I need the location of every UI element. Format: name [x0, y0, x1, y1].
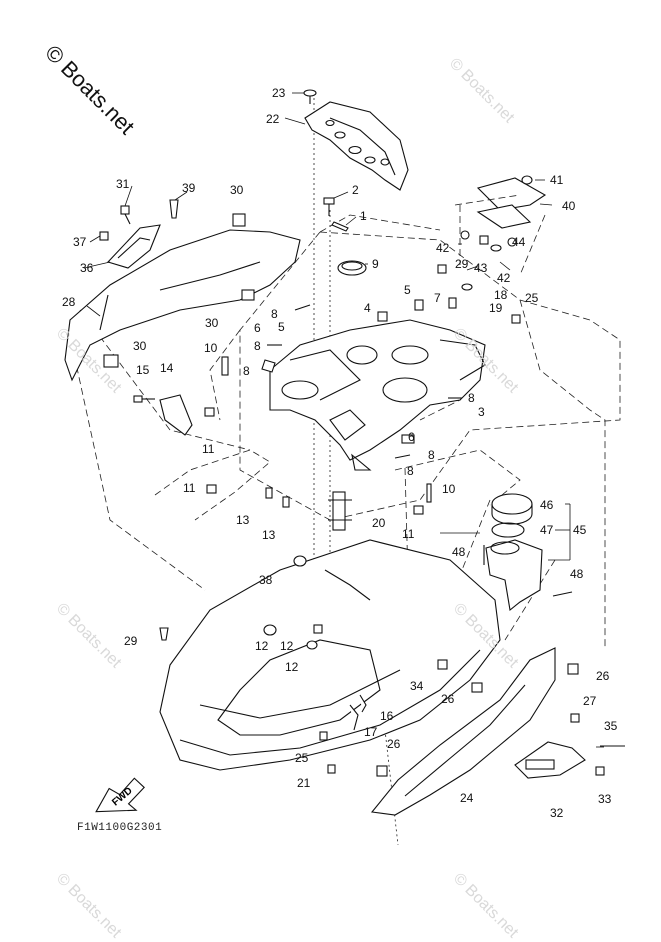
callout-41: 41 [550, 173, 564, 187]
callout-4: 4 [364, 301, 371, 315]
callout-7: 7 [434, 291, 441, 305]
part-15-screw [133, 395, 155, 403]
part-9-cap [337, 260, 367, 276]
callout-44: 44 [512, 235, 526, 249]
part-48-tank [483, 539, 573, 612]
callout-17: 17 [364, 725, 378, 739]
callout-34: 34 [410, 679, 424, 693]
part-1-spacer [331, 221, 349, 232]
callout-37: 37 [73, 235, 87, 249]
fwd-arrow-icon: FWD [95, 777, 145, 813]
callout-6b: 6 [408, 430, 415, 444]
callout-13b: 13 [262, 528, 276, 542]
callout-12a: 12 [255, 639, 269, 653]
callout-42a: 42 [436, 241, 450, 255]
callout-32: 32 [550, 806, 564, 820]
small-fasteners [204, 264, 521, 515]
callout-18: 18 [494, 288, 508, 302]
callout-14: 14 [160, 361, 174, 375]
callout-12c: 12 [285, 660, 299, 674]
callout-48a: 48 [452, 545, 466, 559]
callout-12b: 12 [280, 639, 294, 653]
callout-8f: 8 [407, 464, 414, 478]
main-frame [269, 319, 486, 471]
callout-5a: 5 [278, 320, 285, 334]
parts-diagram: FWD 23 22 2 1 9 31 39 30 37 36 [62, 86, 625, 846]
callout-47: 47 [540, 523, 554, 537]
callout-20: 20 [372, 516, 386, 530]
leader-lines [83, 92, 604, 748]
callout-31: 31 [116, 177, 130, 191]
callout-25b: 25 [295, 751, 309, 765]
callout-10a: 10 [204, 341, 218, 355]
callout-22: 22 [266, 112, 280, 126]
callout-13a: 13 [236, 513, 250, 527]
callout-10b: 10 [442, 482, 456, 496]
callout-3: 3 [478, 405, 485, 419]
part-22-top-cover [304, 101, 409, 191]
part-30-clips [103, 213, 255, 368]
lower-fasteners [159, 555, 625, 777]
callout-1: 1 [360, 209, 367, 223]
callout-11b: 11 [183, 481, 196, 495]
callout-45: 45 [573, 523, 587, 537]
callout-26c: 26 [387, 737, 401, 751]
part-46-cap [491, 493, 533, 525]
lower-dotted-line [384, 729, 399, 846]
callout-16: 16 [380, 709, 394, 723]
callout-42b: 42 [497, 271, 511, 285]
part-2-bolt [323, 197, 335, 216]
part-23-screw [303, 89, 317, 104]
callout-46: 46 [540, 498, 554, 512]
drawing-code: F1W1100G2301 [77, 822, 163, 834]
part-14-bracket [159, 394, 193, 436]
callout-24: 24 [460, 791, 474, 805]
callout-25a: 25 [525, 291, 539, 305]
callout-8d: 8 [468, 391, 475, 405]
callout-33: 33 [598, 792, 612, 806]
callout-5b: 5 [404, 283, 411, 297]
callout-48b: 48 [570, 567, 584, 581]
callout-15: 15 [136, 363, 150, 377]
callout-8a: 8 [271, 307, 278, 321]
callout-19: 19 [489, 301, 503, 315]
part-41-44-fasteners [460, 175, 533, 252]
callout-11a: 11 [202, 442, 215, 456]
callout-26a: 26 [596, 669, 610, 683]
callout-26b: 26 [441, 692, 455, 706]
callout-36: 36 [80, 261, 94, 275]
part-24-side-panel [370, 647, 556, 816]
part-20-strap [328, 491, 352, 531]
callout-21: 21 [297, 776, 311, 790]
callout-39: 39 [182, 181, 196, 195]
callout-8e: 8 [428, 448, 435, 462]
callout-30b: 30 [205, 316, 219, 330]
callout-labels: 23 22 2 1 9 31 39 30 37 36 28 30 30 15 1… [62, 86, 618, 820]
callout-30c: 30 [133, 339, 147, 353]
callout-8c: 8 [243, 364, 250, 378]
callout-38: 38 [259, 573, 273, 587]
callout-8b: 8 [254, 339, 261, 353]
part-40-cover [454, 177, 547, 276]
callout-11c: 11 [402, 527, 415, 541]
part-36-bracket [106, 224, 161, 269]
part-32-trim [514, 741, 586, 779]
callout-27: 27 [583, 694, 597, 708]
lower-hull [159, 539, 501, 771]
callout-40: 40 [562, 199, 576, 213]
callout-6a: 6 [254, 321, 261, 335]
callout-29b: 29 [124, 634, 138, 648]
callout-29a: 29 [455, 257, 469, 271]
callout-9: 9 [372, 257, 379, 271]
callout-23: 23 [272, 86, 286, 100]
callout-2: 2 [352, 183, 359, 197]
callout-43: 43 [474, 261, 488, 275]
callout-30a: 30 [230, 183, 244, 197]
part-47-oring [491, 522, 525, 538]
callout-35: 35 [604, 719, 618, 733]
callout-28: 28 [62, 295, 76, 309]
part-28-side-panel [64, 229, 301, 382]
